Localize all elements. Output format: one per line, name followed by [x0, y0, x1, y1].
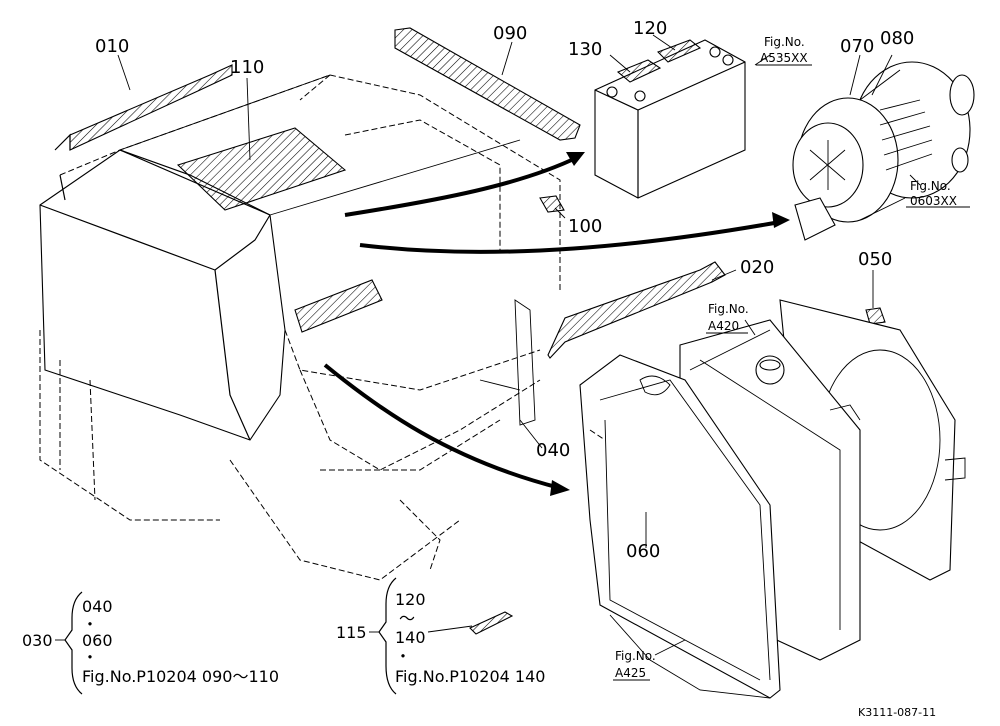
- legend-left-item1: 040: [82, 597, 113, 616]
- legend-left-dot2: ・: [82, 648, 98, 667]
- label-060: 060: [626, 541, 660, 562]
- fig-ref-frame-line1: Fig.No.: [615, 649, 656, 663]
- label-040: 040: [536, 440, 570, 461]
- hood-decal-110: [176, 127, 347, 211]
- legend-right-group: 115: [336, 623, 367, 642]
- side-decal-090: [394, 27, 581, 141]
- decal-legend: [469, 611, 514, 635]
- fig-ref-battery-line2: A535XX: [760, 51, 808, 65]
- fig-ref-air-cleaner-line2: 0603XX: [910, 194, 957, 208]
- fig-ref-radiator-line2: A420: [708, 319, 739, 333]
- air-cleaner: [792, 61, 975, 241]
- decal-050: [865, 307, 886, 325]
- fig-ref-frame-line2: A425: [615, 666, 646, 680]
- legend-right-tilde: ～: [399, 609, 415, 628]
- legend-right-item2: 140: [395, 628, 426, 647]
- reference-arrows: [323, 152, 790, 496]
- hood-assembly: [39, 74, 561, 581]
- fig-ref-battery-line1: Fig.No.: [764, 35, 805, 49]
- label-110: 110: [230, 57, 264, 78]
- legend-right-ref: Fig.No.P10204 140: [395, 667, 545, 686]
- part-labels: 010 110 090 100 020 050 040 060 070 080 …: [95, 18, 914, 562]
- legend-left-item2: 060: [82, 631, 113, 650]
- label-010: 010: [95, 36, 129, 57]
- label-100: 100: [568, 216, 602, 237]
- label-070: 070: [840, 36, 874, 57]
- drawing-code: K3111-087-11: [858, 706, 936, 719]
- label-080: 080: [880, 28, 914, 49]
- fig-ref-air-cleaner-line1: Fig.No.: [910, 179, 951, 193]
- label-120: 120: [633, 18, 667, 39]
- legend-right-item1: 120: [395, 590, 426, 609]
- legend-right-dot: ・: [395, 647, 411, 666]
- side-decal-side-panel: [294, 279, 383, 333]
- radiator-assembly: [579, 299, 966, 699]
- leader-lines: [117, 34, 970, 681]
- legend-left-ref: Fig.No.P10204 090～110: [82, 667, 279, 686]
- legend-left-dot1: ・: [82, 615, 98, 634]
- label-090: 090: [493, 23, 527, 44]
- legend-left: 030 040 ・ 060 ・ Fig.No.P10204 090～110: [22, 591, 279, 695]
- side-decal-100: [539, 195, 565, 213]
- battery: [594, 39, 746, 199]
- hood-decal-010: [54, 64, 233, 151]
- label-050: 050: [858, 249, 892, 270]
- legend-left-group: 030: [22, 631, 53, 650]
- figure-references: Fig.No. A535XX Fig.No. 0603XX Fig.No. A4…: [615, 35, 957, 680]
- fig-ref-radiator-line1: Fig.No.: [708, 302, 749, 316]
- label-130: 130: [568, 39, 602, 60]
- legend-right: 115 120 ～ 140 ・ Fig.No.P10204 140: [336, 577, 545, 695]
- label-020: 020: [740, 257, 774, 278]
